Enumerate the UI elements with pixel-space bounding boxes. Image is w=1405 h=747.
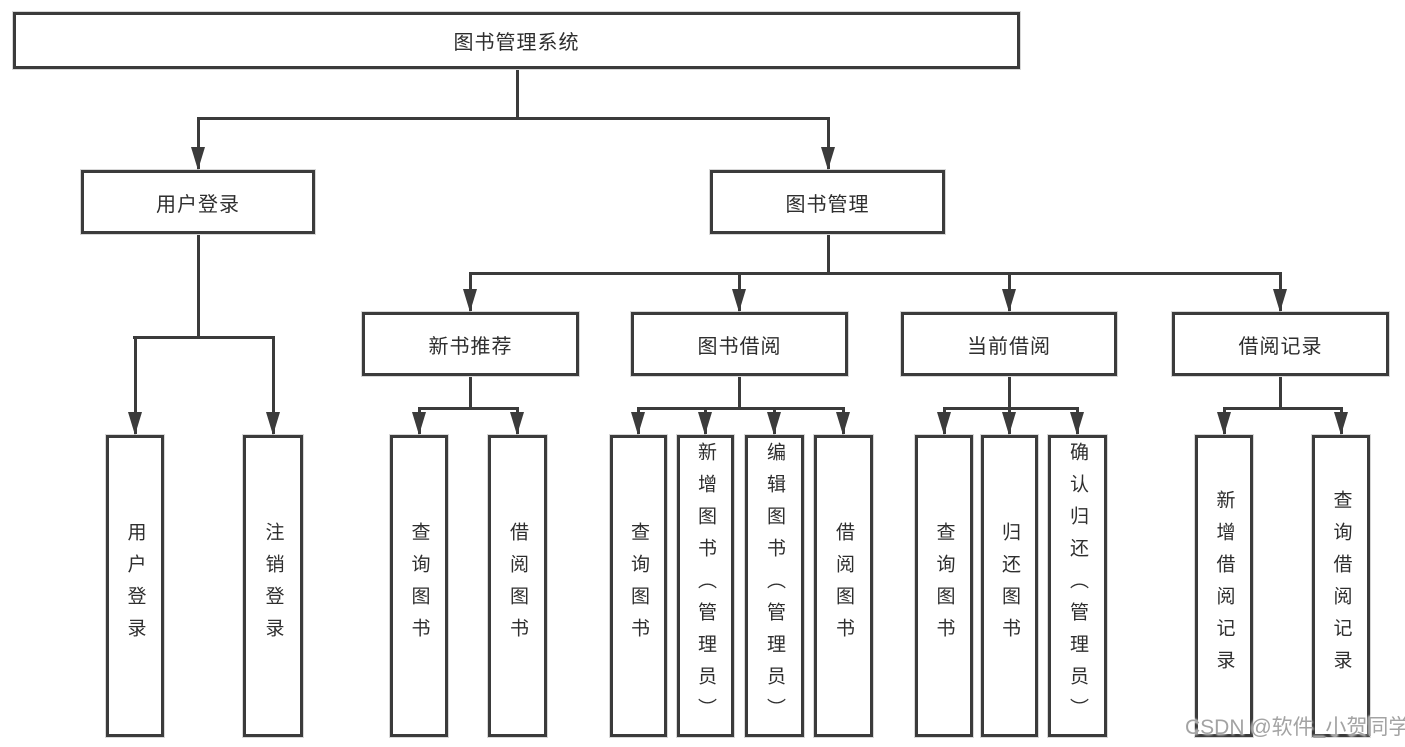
arrow-down (937, 412, 951, 435)
connector-vline (827, 234, 830, 272)
leaf-query-books-2-label: 查询图书 (628, 522, 649, 650)
connector-vline (197, 117, 200, 170)
node-root-label: 图书管理系统 (453, 32, 580, 54)
leaf-user-login-label: 用户登录 (124, 522, 146, 650)
connector-hline (637, 407, 844, 410)
arrow-down (1070, 412, 1084, 435)
leaf-logout: 注销登录 (243, 435, 303, 737)
arrow-down (732, 289, 746, 312)
arrow-down (631, 412, 645, 435)
leaf-add-books-admin-label: 新增图书（管理员） (695, 442, 716, 730)
leaf-borrow-books-2-label: 借阅图书 (833, 522, 854, 650)
node-current-borrowing-label: 当前借阅 (967, 335, 1051, 358)
connector-vline (827, 117, 830, 170)
leaf-query-books-3-label: 查询图书 (933, 522, 955, 650)
arrow-down (1002, 289, 1016, 312)
leaf-borrow-books-1: 借阅图书 (488, 435, 547, 737)
leaf-logout-label: 注销登录 (262, 522, 284, 650)
arrow-down (463, 289, 477, 312)
node-book-management: 图书管理 (710, 170, 945, 234)
arrow-down (836, 412, 850, 435)
connector-vline (134, 336, 137, 435)
connector-vline (469, 376, 472, 407)
node-new-book-recommend-label: 新书推荐 (428, 335, 513, 358)
watermark: CSDN @软件_小贺同学 (1185, 716, 1405, 739)
leaf-user-login: 用户登录 (106, 435, 164, 737)
leaf-borrow-books-1-label: 借阅图书 (507, 522, 528, 650)
connector-vline (738, 376, 741, 407)
arrow-down (1334, 412, 1348, 435)
connector-vline (272, 336, 275, 435)
leaf-edit-books-admin-label: 编辑图书（管理员） (764, 442, 785, 730)
leaf-borrow-books-2: 借阅图书 (814, 435, 873, 737)
arrow-down (191, 147, 205, 170)
leaf-add-borrow-record-label: 新增借阅记录 (1213, 490, 1235, 682)
leaf-edit-books-admin: 编辑图书（管理员） (745, 435, 804, 737)
arrow-down (821, 147, 835, 170)
node-root: 图书管理系统 (13, 12, 1020, 69)
arrow-down (767, 412, 781, 435)
connector-hline (133, 336, 274, 339)
connector-vline (1008, 376, 1011, 407)
node-book-borrowing: 图书借阅 (631, 312, 848, 376)
connector-vline (1279, 376, 1282, 407)
arrow-down (1217, 412, 1231, 435)
node-user-login-label: 用户登录 (156, 193, 240, 216)
leaf-query-books-1: 查询图书 (390, 435, 448, 737)
leaf-add-borrow-record: 新增借阅记录 (1195, 435, 1253, 737)
leaf-return-books: 归还图书 (981, 435, 1038, 737)
connector-hline (469, 272, 1281, 275)
leaf-add-books-admin: 新增图书（管理员） (677, 435, 734, 737)
connector-hline (1223, 407, 1342, 410)
leaf-query-books-2: 查询图书 (610, 435, 667, 737)
leaf-query-borrow-record-label: 查询借阅记录 (1330, 490, 1352, 682)
arrow-down (698, 412, 712, 435)
arrow-down (266, 412, 280, 435)
leaf-return-books-label: 归还图书 (999, 522, 1020, 650)
node-current-borrowing: 当前借阅 (901, 312, 1117, 376)
arrow-down (412, 412, 426, 435)
arrow-down (1002, 412, 1016, 435)
node-user-login: 用户登录 (81, 170, 315, 234)
node-book-management-label: 图书管理 (785, 193, 870, 216)
connector-vline (197, 234, 200, 336)
node-book-borrowing-label: 图书借阅 (697, 335, 782, 358)
node-borrow-records-label: 借阅记录 (1238, 335, 1323, 358)
arrow-down (1273, 289, 1287, 312)
node-new-book-recommend: 新书推荐 (362, 312, 579, 376)
leaf-query-borrow-record: 查询借阅记录 (1312, 435, 1370, 737)
connector-hline (197, 117, 830, 120)
node-borrow-records: 借阅记录 (1172, 312, 1389, 376)
connector-vline (516, 69, 519, 117)
arrow-down (510, 412, 524, 435)
connector-hline (418, 407, 519, 410)
leaf-confirm-return-admin-label: 确认归还（管理员） (1067, 442, 1088, 730)
leaf-query-books-3: 查询图书 (915, 435, 973, 737)
leaf-query-books-1-label: 查询图书 (408, 522, 430, 650)
leaf-confirm-return-admin: 确认归还（管理员） (1048, 435, 1107, 737)
arrow-down (128, 412, 142, 435)
